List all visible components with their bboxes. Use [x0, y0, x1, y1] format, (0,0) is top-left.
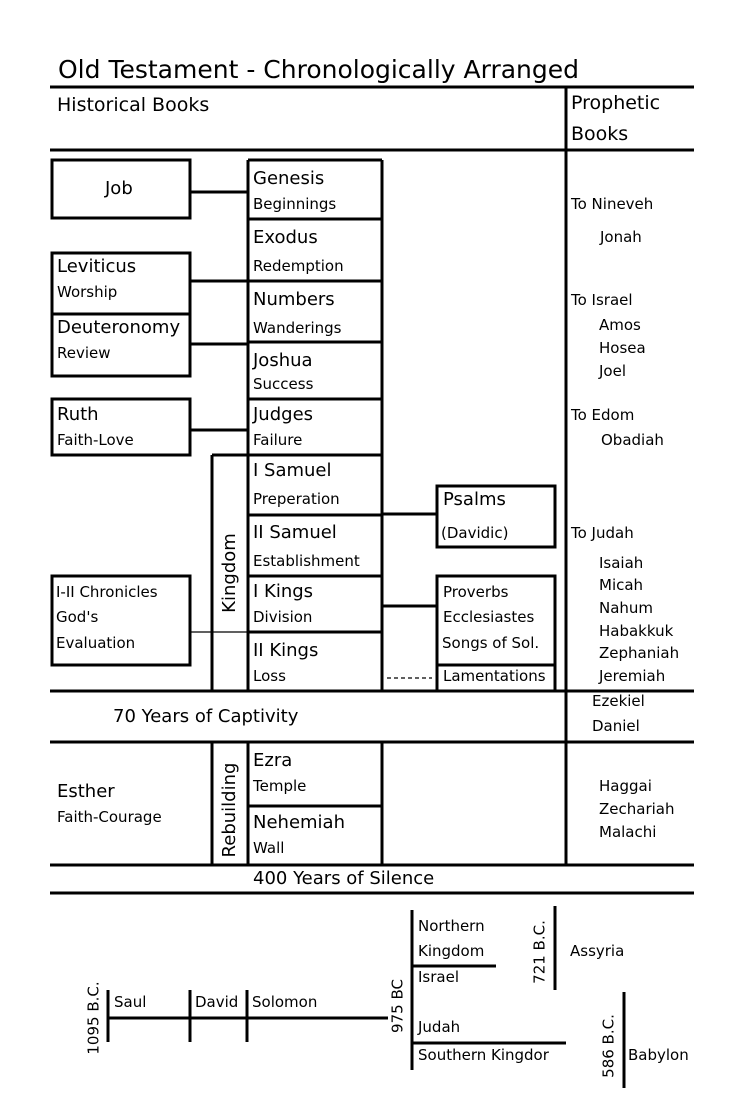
israel-label: Israel — [418, 968, 459, 986]
joshua-theme: Success — [253, 375, 314, 393]
page-title: Old Testament - Chronologically Arranged — [58, 55, 580, 84]
captivity-label: 70 Years of Captivity — [113, 706, 299, 727]
deuteronomy-theme: Review — [57, 344, 111, 362]
historical-books-header: Historical Books — [57, 94, 210, 116]
date-721-label: 721 B.C. — [530, 920, 549, 984]
davidic-label: (Davidic) — [441, 524, 509, 542]
numbers-label: Numbers — [253, 289, 335, 310]
1-samuel-theme: Preperation — [253, 490, 340, 508]
2-kings-theme: Loss — [253, 667, 286, 685]
prophetic-books-header-2: Books — [571, 123, 629, 145]
psalms-label: Psalms — [443, 489, 506, 510]
joel-label: Joel — [599, 362, 626, 380]
zephaniah-label: Zephaniah — [599, 644, 680, 662]
to-edom-label: To Edom — [571, 406, 635, 424]
exodus-theme: Redemption — [253, 257, 344, 275]
haggai-label: Haggai — [599, 777, 652, 795]
babylon-label: Babylon — [628, 1046, 689, 1064]
nahum-label: Nahum — [599, 599, 654, 617]
1-kings-label: I Kings — [253, 581, 314, 602]
jeremiah-label: Jeremiah — [599, 667, 666, 685]
judges-label: Judges — [253, 404, 314, 425]
nehemiah-label: Nehemiah — [253, 812, 345, 833]
deuteronomy-label: Deuteronomy — [57, 317, 181, 338]
leviticus-label: Leviticus — [57, 256, 137, 277]
nehemiah-theme: Wall — [253, 839, 285, 857]
jonah-label: Jonah — [600, 228, 642, 246]
malachi-label: Malachi — [599, 823, 657, 841]
ezekiel-label: Ezekiel — [592, 692, 645, 710]
chronicles-theme-1: God's — [56, 608, 99, 626]
isaiah-label: Isaiah — [599, 554, 644, 572]
1-kings-theme: Division — [253, 608, 313, 626]
date-975-label: 975 BC — [388, 979, 407, 1033]
numbers-theme: Wanderings — [253, 319, 342, 337]
micah-label: Micah — [599, 576, 644, 594]
exodus-label: Exodus — [253, 227, 318, 248]
to-nineveh-label: To Nineveh — [571, 195, 654, 213]
ecclesiastes-label: Ecclesiastes — [443, 608, 535, 626]
kingdom-label: Kingdom — [219, 533, 240, 613]
date-1095-label: 1095 B.C. — [84, 981, 103, 1055]
solomon-label: Solomon — [252, 993, 318, 1011]
chronicles-label: I-II Chronicles — [56, 583, 158, 601]
1-samuel-label: I Samuel — [253, 460, 332, 481]
esther-theme: Faith-Courage — [57, 808, 162, 826]
job-label: Job — [105, 178, 133, 199]
joshua-label: Joshua — [253, 350, 313, 371]
david-label: David — [195, 993, 239, 1011]
songs-label: Songs of Sol. — [442, 634, 540, 652]
ruth-label: Ruth — [57, 404, 99, 425]
ezra-label: Ezra — [253, 750, 293, 771]
2-samuel-theme: Establishment — [253, 552, 360, 570]
genesis-theme: Beginnings — [253, 195, 337, 213]
genesis-label: Genesis — [253, 168, 325, 189]
prophetic-books-header: Prophetic — [571, 92, 661, 114]
leviticus-theme: Worship — [57, 283, 118, 301]
ezra-theme: Temple — [253, 777, 307, 795]
obadiah-label: Obadiah — [601, 431, 664, 449]
southern-kingdom-label: Southern Kingdor — [418, 1046, 549, 1064]
lamentations-label: Lamentations — [443, 667, 546, 685]
proverbs-label: Proverbs — [443, 583, 509, 601]
to-israel-label: To Israel — [571, 291, 633, 309]
northern-kingdom-label: Kingdom — [418, 942, 485, 960]
northern-label: Northern — [418, 917, 485, 935]
to-judah-label: To Judah — [571, 524, 634, 542]
daniel-label: Daniel — [592, 717, 640, 735]
2-kings-label: II Kings — [253, 640, 319, 661]
judah-label: Judah — [418, 1018, 461, 1036]
ruth-theme: Faith-Love — [57, 431, 134, 449]
hosea-label: Hosea — [599, 339, 646, 357]
esther-label: Esther — [57, 781, 115, 802]
assyria-label: Assyria — [570, 942, 625, 960]
saul-label: Saul — [114, 993, 147, 1011]
zechariah-label: Zechariah — [599, 800, 675, 818]
rebuilding-label: Rebuilding — [219, 762, 240, 858]
chronicles-theme-2: Evaluation — [56, 634, 136, 652]
amos-label: Amos — [599, 316, 641, 334]
judges-theme: Failure — [253, 431, 303, 449]
habakkuk-label: Habakkuk — [599, 622, 674, 640]
2-samuel-label: II Samuel — [253, 522, 337, 543]
silence-label: 400 Years of Silence — [253, 868, 435, 889]
date-586-label: 586 B.C. — [599, 1014, 618, 1078]
